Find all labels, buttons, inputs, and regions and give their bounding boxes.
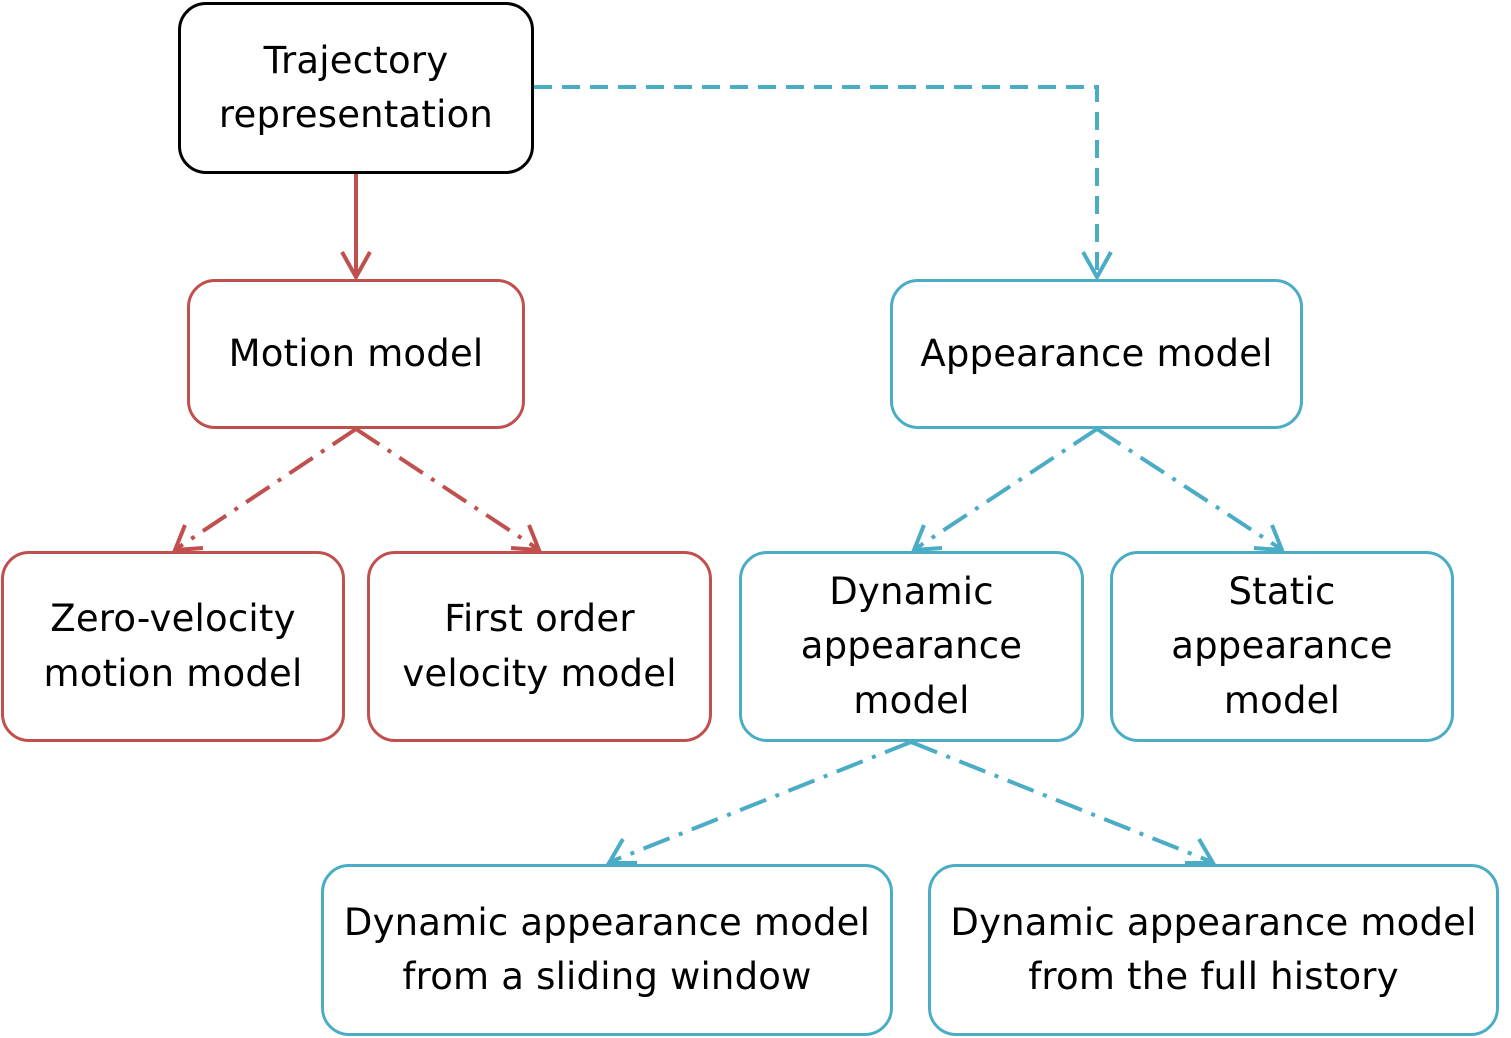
dynamic-appearance-model-node: Dynamic appearance model — [739, 551, 1084, 742]
arrowhead-full-history — [1185, 837, 1217, 865]
appearance-model-label: Appearance model — [920, 331, 1273, 375]
zero-velocity-motion-model-label: Zero-velocity motion model — [43, 597, 303, 695]
edge-dynamic-to-full-history — [910, 740, 1213, 864]
static-appearance-model-node: Static appearance model — [1110, 551, 1454, 742]
arrowhead-first-order — [510, 524, 543, 553]
first-order-velocity-model-label: First order velocity model — [402, 597, 677, 695]
dynamic-appearance-model-label: Dynamic appearance model — [800, 570, 1023, 722]
zero-velocity-motion-model-node: Zero-velocity motion model — [1, 551, 345, 742]
appearance-model-node: Appearance model — [890, 279, 1303, 429]
edge-motion-to-zero-velocity — [174, 427, 358, 551]
motion-model-label: Motion model — [228, 331, 484, 375]
sliding-window-model-label: Dynamic appearance model from a sliding … — [343, 900, 871, 998]
arrowhead-static — [1253, 524, 1286, 553]
arrowhead-dynamic — [910, 524, 943, 553]
first-order-velocity-model-node: First order velocity model — [367, 551, 712, 742]
edge-appearance-to-dynamic — [913, 427, 1099, 551]
static-appearance-model-label: Static appearance model — [1171, 570, 1393, 722]
motion-model-node: Motion model — [187, 279, 525, 429]
edge-motion-to-first-order — [354, 427, 540, 551]
arrowhead-motion — [340, 251, 372, 282]
full-history-model-label: Dynamic appearance model from the full h… — [950, 900, 1477, 998]
sliding-window-model-node: Dynamic appearance model from a sliding … — [321, 864, 893, 1036]
full-history-model-node: Dynamic appearance model from the full h… — [928, 864, 1499, 1036]
trajectory-representation-label: Trajectory representation — [218, 38, 494, 136]
edge-appearance-to-static — [1095, 427, 1283, 551]
arrowhead-sliding-window — [605, 837, 637, 865]
edge-dynamic-to-sliding-window — [609, 740, 912, 864]
arrowhead-zero-velocity — [171, 524, 204, 553]
trajectory-representation-node: Trajectory representation — [178, 2, 534, 174]
edge-trajectory-to-appearance — [534, 85, 1099, 276]
arrowhead-appearance — [1081, 251, 1113, 282]
